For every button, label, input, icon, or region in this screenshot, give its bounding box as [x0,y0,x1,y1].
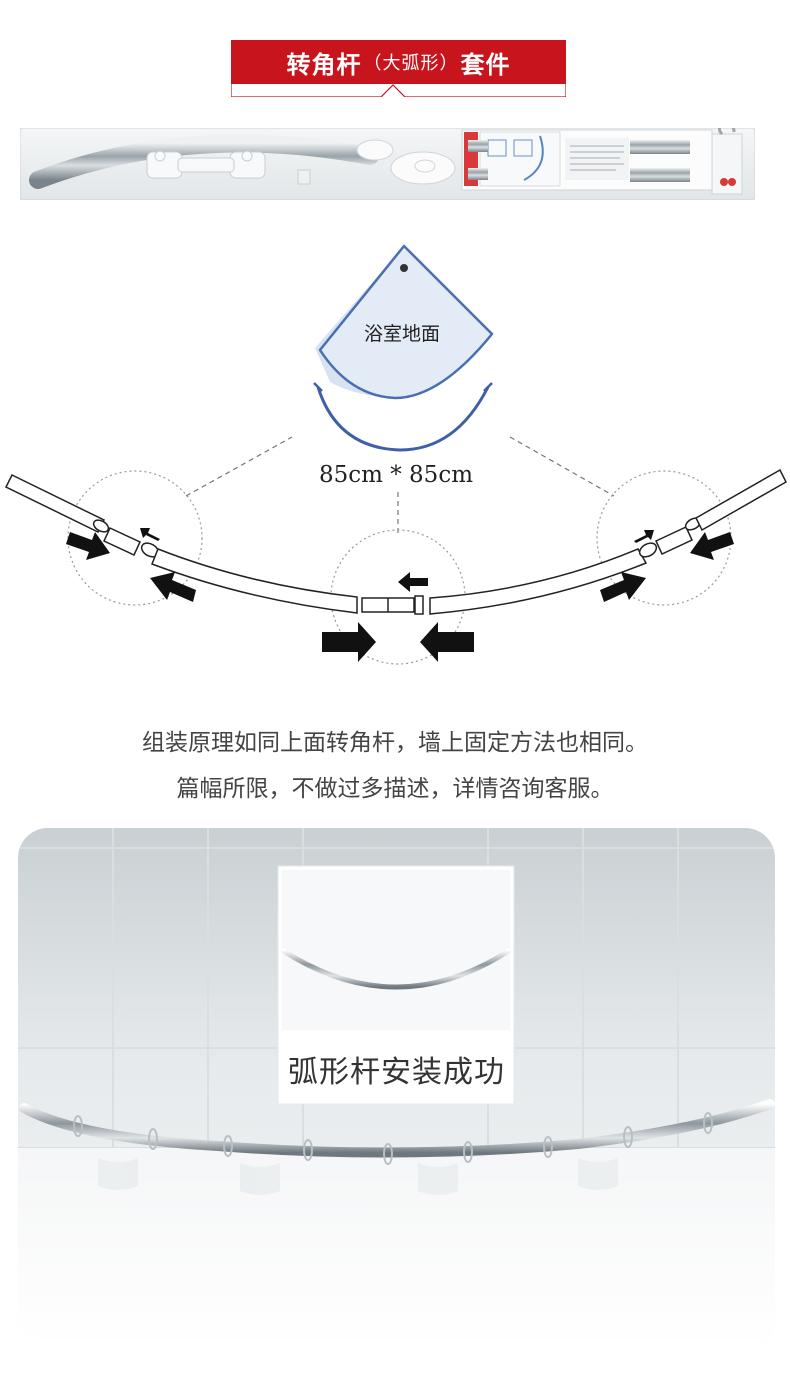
banner-pointer [231,84,566,97]
floor-label: 浴室地面 [364,323,440,345]
installed-photo: 弧形杆安装成功 [18,828,775,1348]
install-success-caption: 弧形杆安装成功 [288,1055,505,1090]
rod-parts [4,468,787,615]
assembly-arrows [66,528,734,662]
banner-title-end: 套件 [460,50,511,79]
description-line-2: 篇幅所限，不做过多描述，详情咨询客服。 [176,776,614,802]
banner-title-main: 转角杆 [286,50,362,79]
description-line-1: 组装原理如同上面转角杆，墙上固定方法也相同。 [142,730,648,756]
title-banner: 转角杆 （大弧形） 套件 [231,40,566,97]
curved-rod-outline [316,386,490,452]
assembly-diagram: 浴室地面 85cm * 85cm [4,244,787,665]
description: 组装原理如同上面转角杆，墙上固定方法也相同。 篇幅所限，不做过多描述，详情咨询客… [0,720,790,812]
bathroom-floor-shape [315,244,494,400]
product-package-image [20,128,755,200]
banner-title-paren: （大弧形） [363,53,459,74]
size-label: 85cm * 85cm [319,462,473,488]
bathroom-photo [18,828,775,1348]
banner-title: 转角杆 （大弧形） 套件 [231,40,566,84]
